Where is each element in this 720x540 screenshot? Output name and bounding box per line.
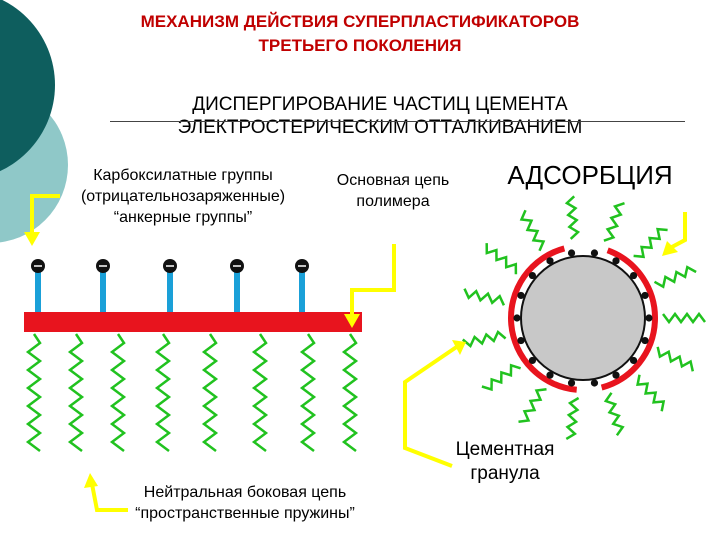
anchor-groups	[31, 259, 309, 314]
anchor-dot	[528, 356, 537, 365]
label-carboxyl-line-2: (отрицательнозаряженные)	[80, 188, 286, 205]
radial-spring	[662, 311, 706, 325]
side-chain-spring	[251, 333, 269, 452]
side-chain-springs	[25, 333, 359, 452]
radial-spring	[636, 374, 666, 412]
label-chain-line-2: полимера	[356, 193, 430, 210]
label-carboxylate-groups: Карбоксилатные группы (отрицательнозаряж…	[48, 165, 318, 228]
arrow-carboxyl	[24, 194, 60, 246]
radial-spring	[564, 195, 581, 240]
subtitle-line-1: ДИСПЕРГИРОВАНИЕ ЧАСТИЦ ЦЕМЕНТА	[192, 94, 568, 115]
arrow-granule	[403, 340, 466, 468]
anchor-dot	[517, 336, 525, 345]
anchor-dot	[546, 257, 554, 265]
radial-spring	[603, 202, 625, 242]
label-neutral-line-2: “пространственные пружины”	[135, 505, 355, 522]
label-chain-line-1: Основная цепь	[336, 172, 450, 189]
radial-spring	[481, 363, 521, 392]
anchor-dot	[612, 371, 620, 379]
radial-spring	[461, 329, 507, 349]
label-granule-line-2: гранула	[470, 463, 540, 484]
label-adsorption: АДСОРБЦИЯ	[507, 160, 673, 190]
slide-title: МЕХАНИЗМ ДЕЙСТВИЯ СУПЕРПЛАСТИФИКАТОРОВ Т…	[60, 10, 660, 58]
anchor-group	[96, 259, 110, 314]
anchor-dot	[612, 257, 620, 265]
anchor-dot	[528, 271, 537, 280]
arrow-neutral	[84, 473, 128, 512]
side-chain-spring	[341, 333, 359, 452]
arrow-chain	[344, 244, 396, 328]
anchor-dot	[645, 314, 653, 322]
anchor-dot	[629, 356, 638, 365]
radial-spring	[656, 346, 695, 372]
radial-spring	[463, 288, 506, 306]
cement-granule	[520, 255, 646, 381]
side-chain-spring	[25, 333, 43, 452]
radial-spring	[653, 265, 697, 289]
label-carboxyl-line-3: “анкерные группы”	[113, 209, 253, 226]
anchor-dot	[641, 291, 649, 300]
adsorbed-backbone-right	[600, 247, 658, 391]
label-carboxyl-line-1: Карбоксилатные группы	[93, 167, 273, 184]
side-chain-spring	[299, 333, 317, 452]
anchor-dot	[517, 291, 525, 300]
anchor-dot	[590, 379, 599, 387]
side-chain-spring	[67, 333, 85, 452]
subtitle-line-2: ЭЛЕКТРОСТЕРИЧЕСКИМ ОТТАЛКИВАНИЕМ	[177, 117, 583, 138]
side-chain-spring	[201, 333, 219, 452]
radial-spring	[603, 392, 625, 437]
radial-spring	[633, 227, 668, 259]
anchor-dot	[567, 379, 576, 387]
subtitle-underline	[110, 121, 685, 122]
radial-spring	[485, 243, 518, 275]
anchor-group	[163, 259, 177, 314]
adsorbed-granule	[461, 195, 706, 440]
anchor-dot	[567, 249, 576, 257]
anchor-charges	[513, 249, 653, 387]
polymer-backbone	[24, 312, 362, 332]
decor-circle-dark	[0, 0, 55, 172]
side-chain-spring	[109, 333, 127, 452]
radial-spring	[519, 209, 546, 252]
anchor-dot	[641, 336, 649, 345]
arrow-adsorption	[662, 212, 687, 256]
label-granule-line-1: Цементная	[455, 439, 555, 460]
radial-side-chains	[461, 195, 706, 440]
label-cement-granule: Цементная гранула	[430, 438, 580, 486]
title-line-2: ТРЕТЬЕГО ПОКОЛЕНИЯ	[258, 36, 462, 55]
anchor-dot	[629, 271, 638, 280]
label-neutral-line-1: Нейтральная боковая цепь	[143, 484, 347, 501]
radial-spring	[565, 396, 580, 440]
label-neutral-side-chain: Нейтральная боковая цепь “пространственн…	[100, 482, 390, 524]
adsorbed-backbone-left	[508, 245, 577, 393]
anchor-dot	[513, 314, 521, 322]
anchor-group	[31, 259, 45, 314]
title-line-1: МЕХАНИЗМ ДЕЙСТВИЯ СУПЕРПЛАСТИФИКАТОРОВ	[140, 12, 580, 31]
side-chain-spring	[154, 333, 172, 452]
label-main-chain: Основная цепь полимера	[318, 170, 468, 212]
radial-spring	[518, 388, 547, 423]
slide-subtitle: ДИСПЕРГИРОВАНИЕ ЧАСТИЦ ЦЕМЕНТА ЭЛЕКТРОСТ…	[100, 93, 660, 139]
anchor-dot	[546, 371, 554, 379]
anchor-dot	[590, 249, 599, 257]
anchor-group	[295, 259, 309, 314]
anchor-group	[230, 259, 244, 314]
